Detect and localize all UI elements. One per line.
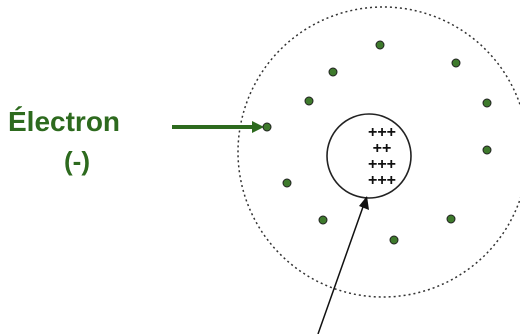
nucleus-charge-row-2: ++: [373, 140, 392, 157]
electron: [446, 214, 456, 224]
electron: [304, 96, 314, 106]
nucleus-pointer-line: [317, 203, 365, 334]
electron: [389, 235, 399, 245]
electrons: [262, 40, 492, 245]
electron: [451, 58, 461, 68]
electron: [375, 40, 385, 50]
electron-charge-label: (-): [64, 146, 90, 176]
electron: [282, 178, 292, 188]
electron: [482, 98, 492, 108]
nucleus: [326, 113, 412, 199]
electron-arrow-head: [252, 121, 264, 133]
atom-boundary: [237, 6, 520, 298]
electron-label: Électron: [8, 106, 121, 137]
electron: [262, 122, 272, 132]
nucleus-charge-row-3: +++: [368, 156, 396, 173]
nucleus-charge-row-1: +++: [368, 124, 396, 141]
electron: [328, 67, 338, 77]
nucleus-charge-row-4: +++: [368, 172, 396, 189]
electron: [318, 215, 328, 225]
nucleus-pointer-head: [359, 196, 369, 210]
electron: [482, 145, 492, 155]
